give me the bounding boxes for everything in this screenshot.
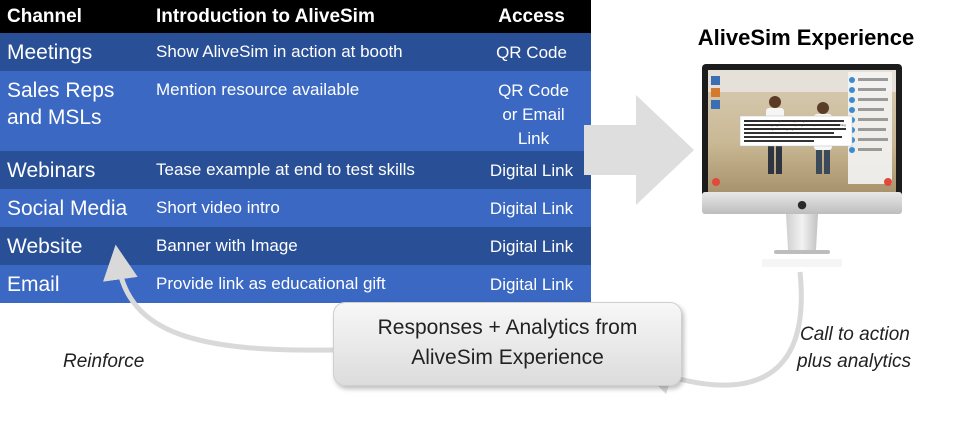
analytics-line1: Responses + Analytics from — [377, 316, 638, 339]
intro-cell: Provide link as educational gift — [154, 265, 472, 303]
channel-cell: Sales Reps and MSLs — [0, 71, 154, 151]
table-row: Social Media Short video intro Digital L… — [0, 189, 591, 227]
access-cell: QR Code or Email Link — [472, 71, 591, 151]
access-cell: Digital Link — [472, 189, 591, 227]
table-header-row: Channel Introduction to AliveSim Access — [0, 0, 591, 33]
reinforce-label: Reinforce — [63, 351, 145, 372]
channel-cell: Meetings — [0, 33, 154, 71]
access-cell: QR Code — [472, 33, 591, 71]
call-to-action-label-1: Call to action — [800, 324, 910, 345]
table-row: Meetings Show AliveSim in action at boot… — [0, 33, 591, 71]
table-row: Webinars Tease example at end to test sk… — [0, 151, 591, 189]
monitor-title: AliveSim Experience — [697, 25, 915, 50]
intro-cell: Tease example at end to test skills — [154, 151, 472, 189]
call-to-action-label-2: plus analytics — [797, 351, 912, 372]
intro-cell: Short video intro — [154, 189, 472, 227]
monitor: ● The Phase 3 TANGO study shows supporti… — [702, 64, 902, 269]
header-intro: Introduction to AliveSim — [154, 0, 472, 33]
svg-text:●: ● — [797, 198, 807, 211]
intro-cell: Show AliveSim in action at booth — [154, 33, 472, 71]
channel-table: Channel Introduction to AliveSim Access … — [0, 0, 591, 303]
access-cell: Digital Link — [472, 227, 591, 265]
access-cell: Digital Link — [472, 265, 591, 303]
flow-arrow-right — [584, 95, 694, 205]
table-row: Website Banner with Image Digital Link — [0, 227, 591, 265]
intro-cell: Mention resource available — [154, 71, 472, 151]
table-row: Sales Reps and MSLs Mention resource ava… — [0, 71, 591, 151]
call-to-action-arrow — [638, 271, 804, 395]
intro-cell: Banner with Image — [154, 227, 472, 265]
header-access: Access — [472, 0, 591, 33]
monitor-screen-text: The Phase 3 TANGO study shows supporting… — [744, 119, 846, 131]
channel-cell: Webinars — [0, 151, 154, 189]
channel-cell: Social Media — [0, 189, 154, 227]
monitor-graphic: ● — [702, 64, 902, 267]
analytics-line2: AliveSim Experience — [411, 346, 604, 369]
header-channel: Channel — [0, 0, 154, 33]
feedback-arrow — [103, 244, 334, 353]
analytics-box: Responses + Analytics from AliveSim Expe… — [333, 302, 682, 386]
access-cell: Digital Link — [472, 151, 591, 189]
